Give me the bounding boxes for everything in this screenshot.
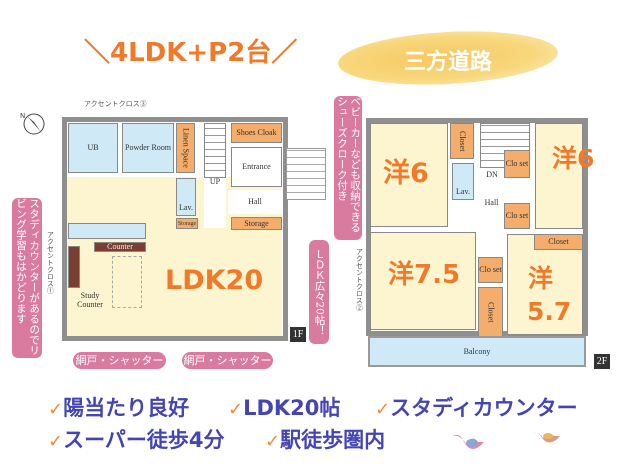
floor1-label: 1F bbox=[290, 327, 306, 342]
callout-ldk: ＬＤＫ広々20帖！ bbox=[309, 240, 329, 344]
room-ub: UB bbox=[68, 123, 118, 173]
dining-table bbox=[112, 256, 142, 308]
study-counter-label: Study Counter bbox=[77, 291, 103, 309]
room-west-6-left bbox=[370, 123, 448, 227]
feature-study-counter: ✓スタディカウンター bbox=[375, 392, 578, 422]
entrance-steps bbox=[286, 148, 326, 200]
feature-text: スタディカウンター bbox=[390, 396, 578, 420]
room-west-5-7-label-a: 洋 bbox=[528, 264, 554, 293]
room-entrance: Entrance bbox=[231, 147, 282, 187]
room-lav-2f: Lav. bbox=[452, 163, 474, 200]
feature-supermarket: ✓スーパー徒歩4分 bbox=[48, 424, 225, 454]
feature-sunlight: ✓陽当たり良好 bbox=[48, 392, 189, 422]
check-icon: ✓ bbox=[375, 399, 391, 420]
accent-cross-3-label: アクセントクロス③ bbox=[84, 100, 147, 108]
room-west-5-7-label-b: 5.7 bbox=[527, 297, 572, 326]
room-hall: Hall bbox=[228, 190, 282, 214]
room-closet-2: Clo set bbox=[504, 150, 530, 178]
balcony: Balcony bbox=[368, 336, 586, 367]
accent-cross-1-label: アクセントクロス① bbox=[46, 230, 55, 294]
callout-shoes-cloak: ベビーカーなども収納できるシューズクローク付き bbox=[334, 96, 362, 240]
bird-icon bbox=[450, 430, 486, 464]
svg-text:N: N bbox=[20, 112, 25, 120]
check-icon: ✓ bbox=[48, 399, 64, 420]
label-up: UP bbox=[204, 178, 226, 228]
compass-icon: N bbox=[20, 110, 46, 136]
feature-ldk: ✓LDK20帖 bbox=[228, 392, 340, 422]
bird-svg bbox=[452, 434, 484, 449]
room-storage: Storage bbox=[231, 217, 282, 230]
accent-cross-2-label: アクセントクロス② bbox=[355, 247, 364, 311]
bird-icon bbox=[528, 426, 562, 456]
callout-study: スタディカウンターがあるのでリビング学習もはかどります bbox=[12, 198, 42, 358]
room-closet-4: Closet bbox=[534, 234, 583, 250]
room-ldk: LDK20 bbox=[165, 265, 264, 296]
counter: Counter bbox=[94, 242, 146, 252]
kitchen-counter bbox=[68, 223, 146, 239]
feature-station: ✓駅徒歩圏内 bbox=[265, 424, 385, 454]
room-west-7-5 bbox=[370, 232, 476, 330]
study-counter-desk bbox=[68, 246, 80, 288]
bird-svg bbox=[530, 432, 560, 443]
check-icon: ✓ bbox=[265, 431, 281, 452]
room-west-6-left-label: 洋6 bbox=[383, 158, 429, 189]
room-west-5-7 bbox=[507, 234, 583, 335]
feature-text: 陽当たり良好 bbox=[63, 396, 190, 420]
check-icon: ✓ bbox=[48, 431, 64, 452]
room-west-6-right-label: 洋6 bbox=[552, 144, 595, 173]
room-linen: Linen Space bbox=[176, 123, 195, 173]
room-lav: Lav. bbox=[176, 178, 196, 216]
room-shoes-cloak: Shoes Cloak bbox=[231, 123, 282, 143]
label-dn: DN bbox=[486, 170, 498, 179]
room-west-6-right bbox=[535, 123, 583, 229]
room-powder: Powder Room bbox=[122, 123, 174, 173]
feature-text: LDK20帖 bbox=[243, 396, 341, 420]
feature-text: 駅徒歩圏内 bbox=[280, 428, 386, 452]
page-title: ＼4LDK+P2台／ bbox=[84, 38, 298, 68]
compass-svg: N bbox=[20, 112, 45, 135]
room-closet-5: Clo set bbox=[478, 257, 503, 283]
floor2-label: 2F bbox=[594, 354, 610, 369]
stairs bbox=[204, 123, 226, 178]
room-hall-2f: Hall bbox=[484, 198, 499, 207]
room-closet-6: Closet bbox=[478, 287, 503, 337]
room-closet-1: Closet bbox=[450, 123, 474, 159]
feature-text: スーパー徒歩4分 bbox=[63, 428, 225, 452]
room-storage-small: Storage bbox=[176, 218, 198, 229]
room-west-7-5-label: 洋7.5 bbox=[388, 260, 461, 290]
callout-screen-2: 網戸・シャッター付 bbox=[182, 352, 273, 384]
callout-screen-1: 網戸・シャッター付 bbox=[73, 352, 166, 384]
room-closet-3: Clo set bbox=[504, 203, 530, 229]
road-badge: 三方道路 bbox=[403, 50, 492, 75]
check-icon: ✓ bbox=[228, 399, 244, 420]
